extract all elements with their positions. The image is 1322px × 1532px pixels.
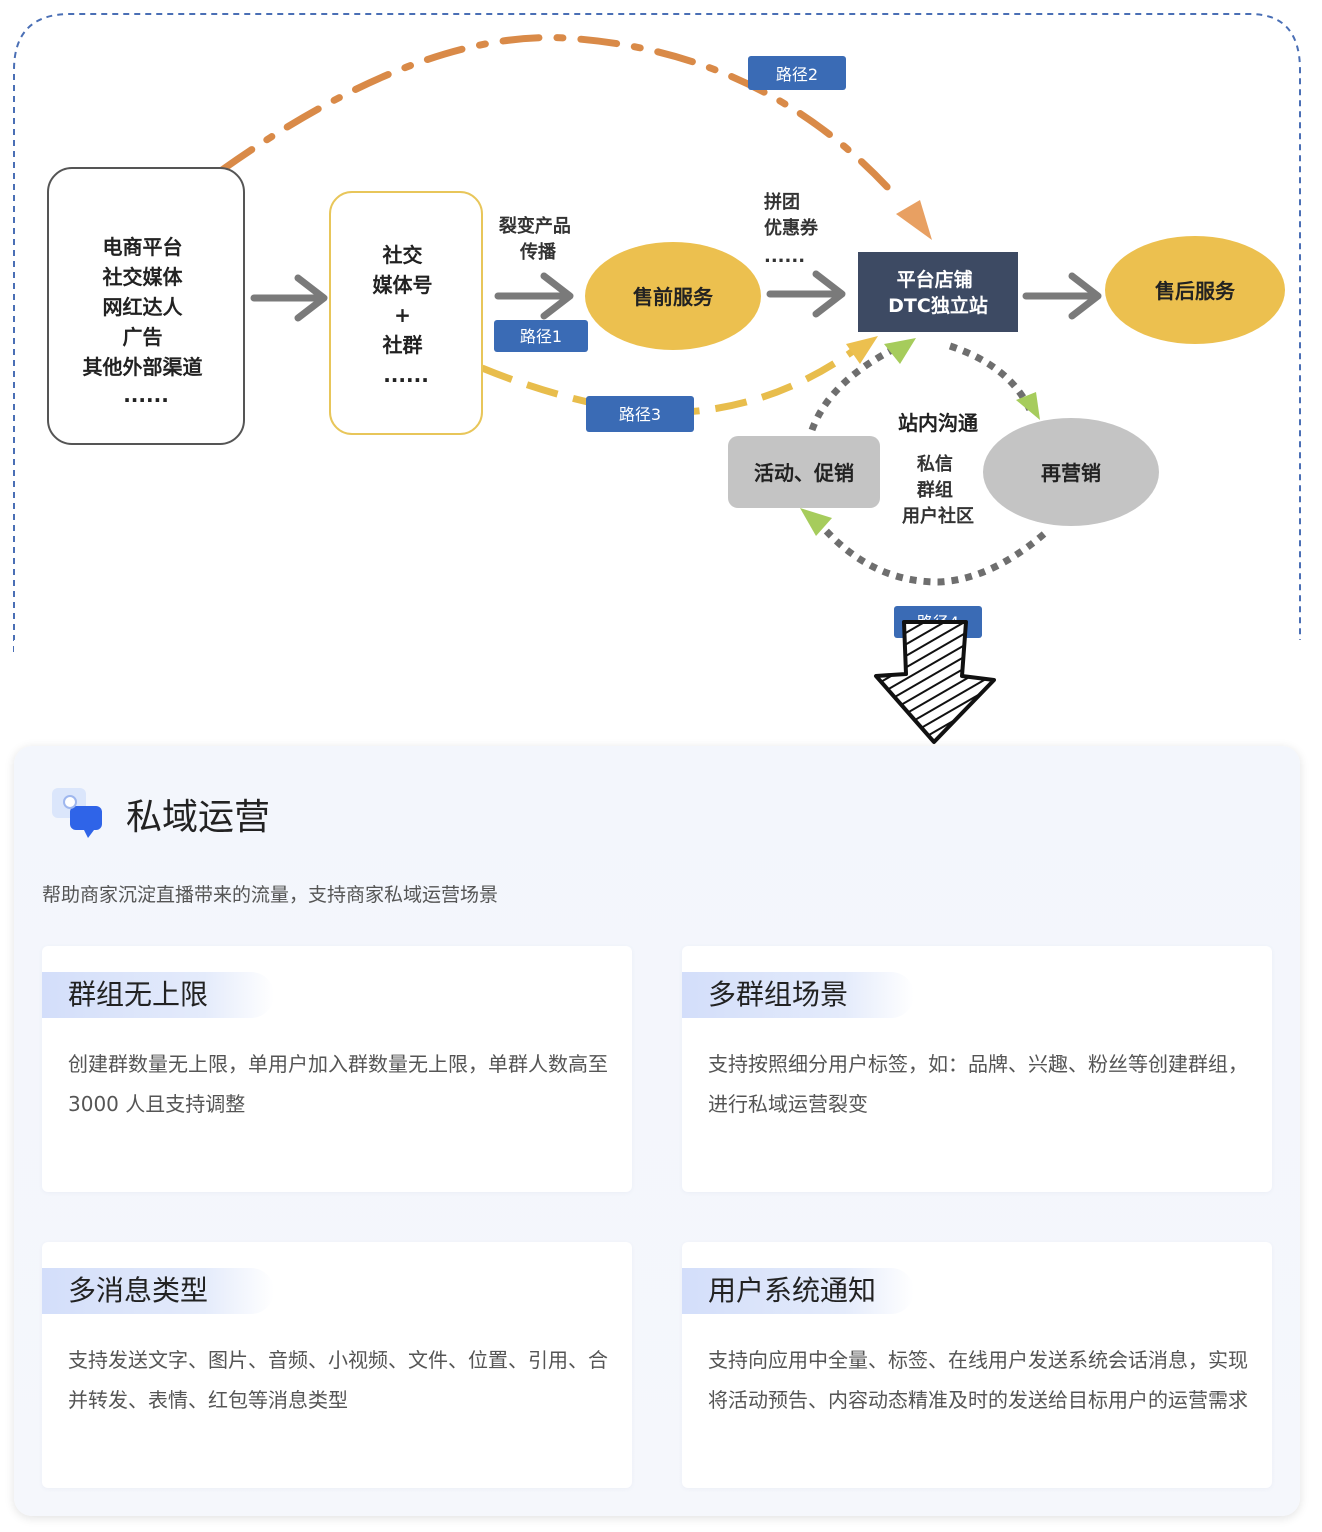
channel-item-dm: 私信 [917,453,953,475]
arrow-1 [250,274,328,322]
path4-curve-bottom [817,521,1047,586]
path4-arrowhead-left [800,508,832,536]
social-line-3: + [394,303,411,327]
panel-title: 私域运营 [126,797,271,838]
promo-label: 活动、促销 [754,461,854,485]
path2-tag-text: 路径2 [776,65,818,84]
svg-text:私信 群组 用户社区: 私信 群组 用户社区 [902,453,974,527]
coupon-label-1: 拼团 [764,191,800,213]
channel-title: 站内沟通 [898,411,978,435]
feature-card-title: 多群组场景 [682,972,914,1018]
channel-item-community: 用户社区 [902,505,974,527]
svg-text:拼团 优惠券 ......: 拼团 优惠券 ...... [764,191,824,267]
path2-tag [748,56,846,90]
panel-subtitle: 帮助商家沉淀直播带来的流量，支持商家私域运营场景 [42,884,499,906]
path2-arrowhead [896,200,932,240]
feature-card-body: 支持发送文字、图片、音频、小视频、文件、位置、引用、合并转发、表情、红包等消息类… [68,1348,608,1412]
svg-text:电商平台 社交媒体 网红达人 广告: 电商平台 社交媒体 网红达人 广告 其他外部渠道 ...... [83,235,210,407]
feature-card-title: 多消息类型 [42,1268,274,1314]
path3-arrowhead [846,336,878,364]
svg-text:平台店铺 DTC独立站: 平台店铺 DTC独立站 [888,268,988,317]
path4-arrowhead-up [884,338,916,364]
feature-card: 多群组场景 支持按照细分用户标签，如：品牌、兴趣、粉丝等创建群组，进行私域运营裂… [682,946,1272,1192]
arrow-3 [766,270,846,318]
social-box [329,191,483,435]
feature-card-body: 创建群数量无上限，单用户加入群数量无上限，单群人数高至 3000 人且支持调整 [68,1052,608,1116]
store-label-2: DTC独立站 [888,294,988,317]
remarketing-node [983,418,1159,526]
path3-tag-text: 路径3 [619,405,661,424]
feature-card: 用户系统通知 支持向应用中全量、标签、在线用户发送系统会话消息，实现将活动预告、… [682,1242,1272,1488]
source-influencer: 网红达人 [103,295,184,319]
path4-curve-right [948,342,1034,412]
feature-card-body: 支持向应用中全量、标签、在线用户发送系统会话消息，实现将活动预告、内容动态精准及… [708,1348,1248,1412]
feature-card-body: 支持按照细分用户标签，如：品牌、兴趣、粉丝等创建群组，进行私域运营裂变 [708,1052,1248,1116]
store-label-1: 平台店铺 [897,268,973,291]
social-line-5: ...... [383,363,429,387]
path2-curve [218,34,894,194]
social-line-2: 媒体号 [373,273,433,297]
feature-card-title: 用户系统通知 [682,1268,914,1314]
social-line-1: 社交 [382,243,423,267]
path1-tag-text: 路径1 [520,327,562,346]
path1-tag [494,320,588,352]
arrow-2 [494,272,574,320]
source-social-media: 社交媒体 [102,265,184,289]
source-other: 其他外部渠道 [83,355,203,379]
source-ads: 广告 [123,325,163,349]
svg-text:裂变产品 传播: 裂变产品 传播 [498,215,577,263]
flow-diagram: 电商平台 社交媒体 网红达人 广告 其他外部渠道 ...... 社交 媒体号 +… [13,13,1302,744]
feature-card: 多消息类型 支持发送文字、图片、音频、小视频、文件、位置、引用、合并转发、表情、… [42,1242,632,1488]
channel-item-group: 群组 [917,479,953,501]
source-ellipsis: ...... [123,383,169,407]
feature-card: 群组无上限 创建群数量无上限，单用户加入群数量无上限，单群人数高至 3000 人… [42,946,632,1192]
social-line-4: 社群 [382,333,423,357]
aftersale-label: 售后服务 [1155,279,1236,303]
path4-arrowhead-right [1016,392,1040,420]
fission-label-2: 传播 [519,241,557,263]
presale-label: 售前服务 [633,285,714,309]
arrow-4 [1022,272,1102,320]
promo-node [728,436,880,508]
down-arrow-icon [874,620,996,744]
source-ecommerce: 电商平台 [103,235,183,259]
sources-box [47,167,245,445]
coupon-label-3: ...... [764,246,805,267]
aftersale-node [1105,236,1285,344]
svg-text:社交 媒体号 + 社群 ..: 社交 媒体号 + 社群 ...... [373,243,440,387]
store-node [858,252,1018,332]
fission-label-1: 裂变产品 [498,215,571,237]
presale-node [585,242,761,350]
remarketing-label: 再营销 [1041,461,1101,485]
coupon-label-2: 优惠券 [764,217,819,239]
path3-tag [586,396,694,432]
feature-card-title: 群组无上限 [42,972,274,1018]
chat-bubbles-icon [52,788,102,838]
private-domain-panel: 私域运营 帮助商家沉淀直播带来的流量，支持商家私域运营场景 群组无上限 创建群数… [14,746,1300,1516]
